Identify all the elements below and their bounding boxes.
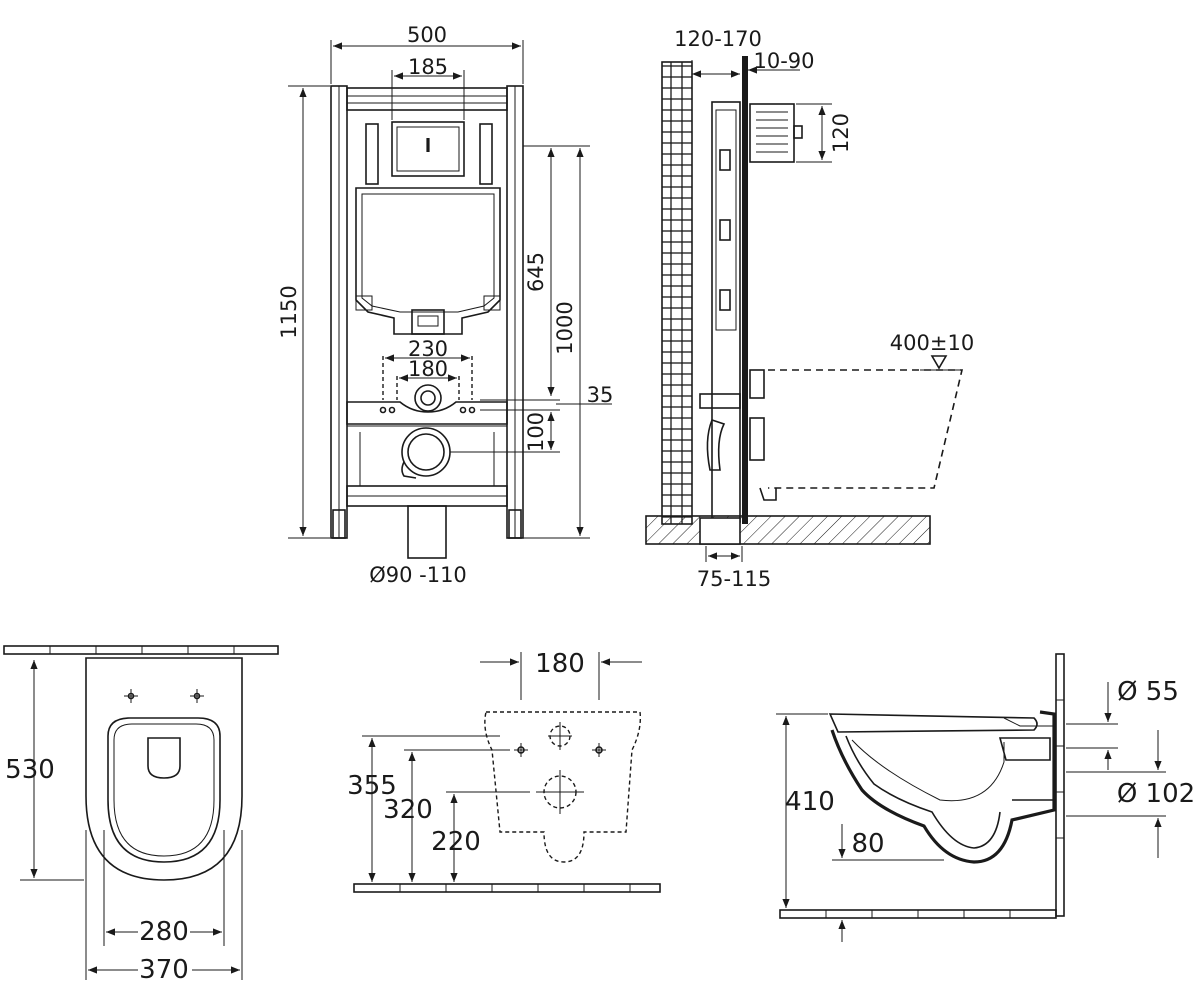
dim-frame-width: 500 <box>407 23 447 47</box>
dim-frame-height: 1150 <box>277 285 301 338</box>
front-panel <box>742 56 748 524</box>
dim-wall-depth: 120-170 <box>674 27 762 51</box>
dim-height-100: 100 <box>524 412 548 452</box>
frame-side-view <box>645 56 964 545</box>
dim-height-1000: 1000 <box>553 301 577 354</box>
outlet-pipe <box>401 427 451 477</box>
bowl-top-view <box>3 645 279 881</box>
dim-bowl-370: 370 <box>139 955 189 985</box>
dim-fix-180: 180 <box>408 357 448 381</box>
dim-side-410: 410 <box>785 787 835 817</box>
dim-seat-height: 400±10 <box>890 331 974 355</box>
seat-lid <box>828 713 1038 733</box>
dim-drain-diameter: Ø90 -110 <box>369 563 467 587</box>
bowl-side-dimensions: 410 80 Ø 55 Ø 102 <box>776 677 1195 942</box>
bowl-outline <box>85 657 243 881</box>
dim-inlet-height: 120 <box>829 113 853 153</box>
drain-pipe <box>407 505 447 559</box>
side-dimensions: 120-170 10-90 120 400±10 75-115 <box>674 27 974 591</box>
bowl-outline-dashed <box>768 369 964 489</box>
dim-outlet-102: Ø 102 <box>1117 779 1195 809</box>
dim-offset-35: 35 <box>587 383 614 407</box>
mounting-view <box>353 711 661 893</box>
dim-height-645: 645 <box>524 252 548 292</box>
dim-side-80: 80 <box>851 829 884 859</box>
dim-mount-220: 220 <box>431 827 481 857</box>
bowl-side-view <box>779 653 1065 919</box>
flush-box-profile <box>749 103 795 163</box>
tiled-wall <box>661 61 693 525</box>
frame-dimensions: 500 185 1150 645 1000 230 180 35 100 Ø90… <box>277 23 613 587</box>
dim-bowl-280: 280 <box>139 917 189 947</box>
dim-mount-355: 355 <box>347 771 397 801</box>
dim-floor-depth: 75-115 <box>697 567 771 591</box>
dim-flush-width: 185 <box>408 55 448 79</box>
dim-inlet-55: Ø 55 <box>1117 677 1179 707</box>
floor-slab <box>645 515 931 545</box>
dim-panel-offset: 10-90 <box>753 49 814 73</box>
cistern <box>355 187 501 335</box>
seat-opening <box>107 717 221 863</box>
bowl-back-outline <box>484 711 642 863</box>
bowl-shell <box>830 710 1056 864</box>
dim-bowl-length: 530 <box>5 755 55 785</box>
flush-plate <box>391 121 465 177</box>
dim-mount-320: 320 <box>383 795 433 825</box>
dim-mount-180: 180 <box>535 649 585 679</box>
mounting-dimensions: 180 355 320 220 <box>347 649 642 882</box>
floor-line <box>353 883 661 893</box>
frame-front-view <box>330 85 524 559</box>
wall-line <box>3 645 279 655</box>
bowl-top-dimensions: 530 280 370 <box>5 660 243 985</box>
dim-fix-230: 230 <box>408 337 448 361</box>
wall-section <box>1055 653 1065 917</box>
